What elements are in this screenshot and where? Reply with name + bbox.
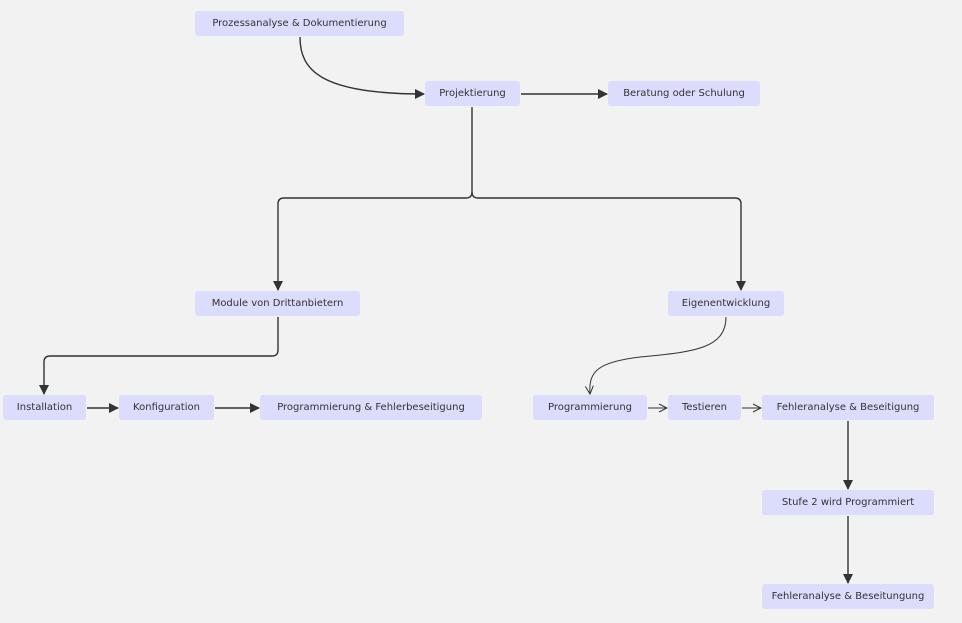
node-eigenentwicklung[interactable]: Eigenentwicklung — [668, 291, 784, 316]
node-beratung[interactable]: Beratung oder Schulung — [608, 81, 760, 106]
edge-eigenentwicklung-programmierung — [590, 316, 727, 394]
node-fehleranalyse-beseitigung[interactable]: Fehleranalyse & Beseitigung — [762, 395, 934, 420]
node-module[interactable]: Module von Drittanbietern — [195, 291, 360, 316]
node-testieren[interactable]: Testieren — [668, 395, 741, 420]
node-programmierung[interactable]: Programmierung — [533, 395, 647, 420]
edge-projektierung-module — [273, 107, 473, 291]
node-stufe2[interactable]: Stufe 2 wird Programmiert — [762, 490, 934, 515]
edge-projektierung-eigenentwicklung — [471, 191, 746, 291]
edge-prozessanalyse-projektierung — [299, 36, 425, 99]
node-installation[interactable]: Installation — [3, 395, 86, 420]
node-programmierung-fehlerbeseitigung[interactable]: Programmierung & Fehlerbeseitigung — [260, 395, 482, 420]
node-prozessanalyse[interactable]: Prozessanalyse & Dokumentierung — [195, 11, 404, 36]
node-fehleranalyse-beseitungung[interactable]: Fehleranalyse & Beseitungung — [762, 584, 934, 609]
node-projektierung[interactable]: Projektierung — [425, 81, 520, 106]
edge-module-installation — [39, 317, 279, 395]
node-konfiguration[interactable]: Konfiguration — [119, 395, 214, 420]
